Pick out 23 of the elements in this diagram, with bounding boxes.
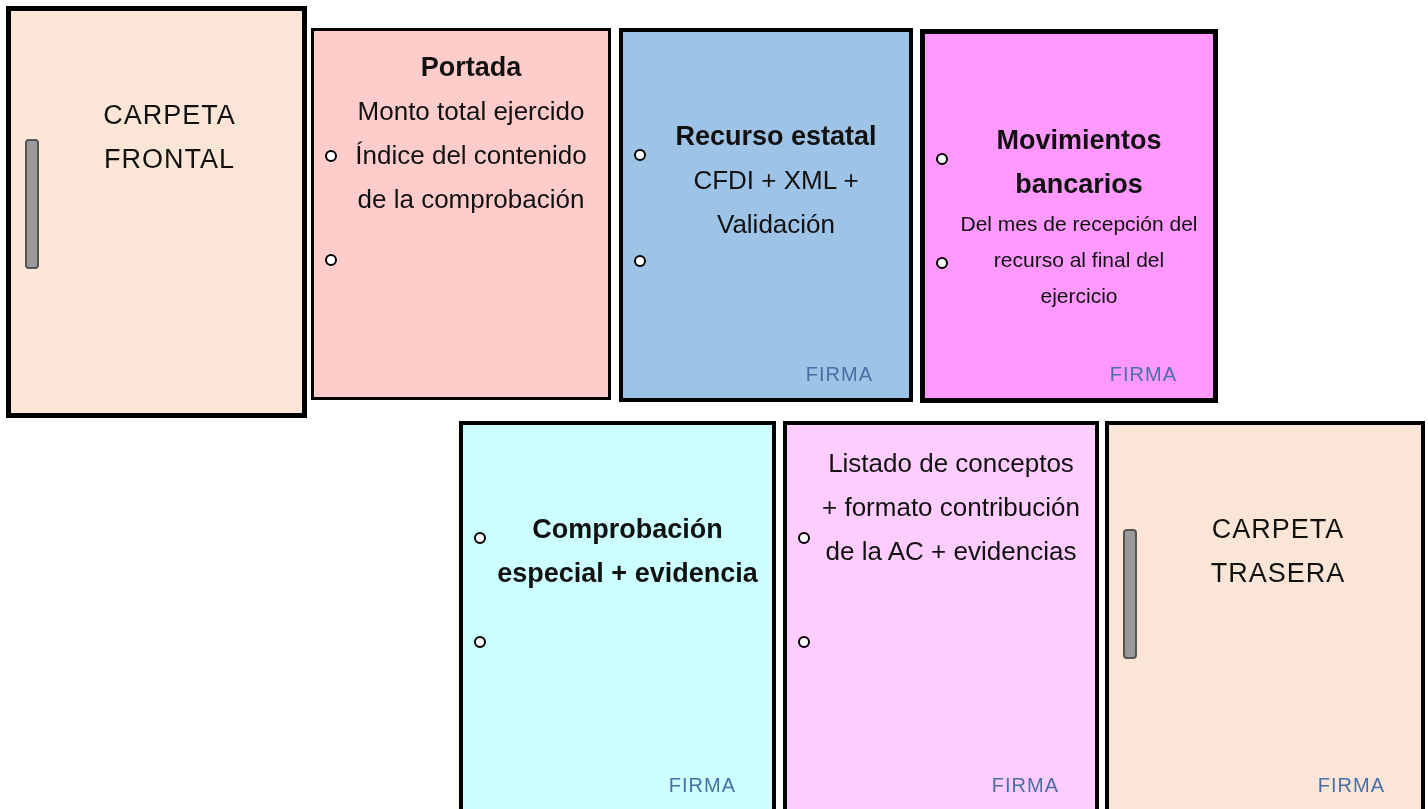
section-title: Comprobación especial + evidencia (497, 513, 758, 590)
body-text: Índice del contenido de la comprobación (354, 139, 588, 216)
body-text: Monto total ejercido (357, 95, 585, 128)
folder-cover (6, 6, 307, 418)
signature-label: FIRMA (805, 363, 873, 386)
folder-label: CARPETA FRONTAL (102, 99, 237, 176)
folder-label: CARPETA TRASERA (1209, 513, 1347, 590)
signature-label: FIRMA (668, 774, 736, 797)
signature-label: FIRMA (1317, 774, 1385, 797)
document-sheet (459, 421, 776, 809)
section-title: Movimientos bancarios (995, 124, 1163, 201)
body-text: CFDI + XML + Validación (692, 164, 860, 241)
document-sheet (920, 29, 1218, 403)
document-sheet (619, 28, 913, 402)
signature-label: FIRMA (991, 774, 1059, 797)
body-text: Del mes de recepción del recurso al final del ejercicio (959, 211, 1199, 309)
document-sheet (311, 28, 611, 400)
folder-cover (1105, 421, 1425, 809)
document-sheet (783, 421, 1099, 809)
section-title: Portada (420, 51, 522, 84)
section-title: Recurso estatal (675, 120, 877, 153)
signature-label: FIRMA (1109, 363, 1177, 386)
body-text: Listado de conceptos + formato contribución de la AC + evidencias (821, 447, 1081, 568)
